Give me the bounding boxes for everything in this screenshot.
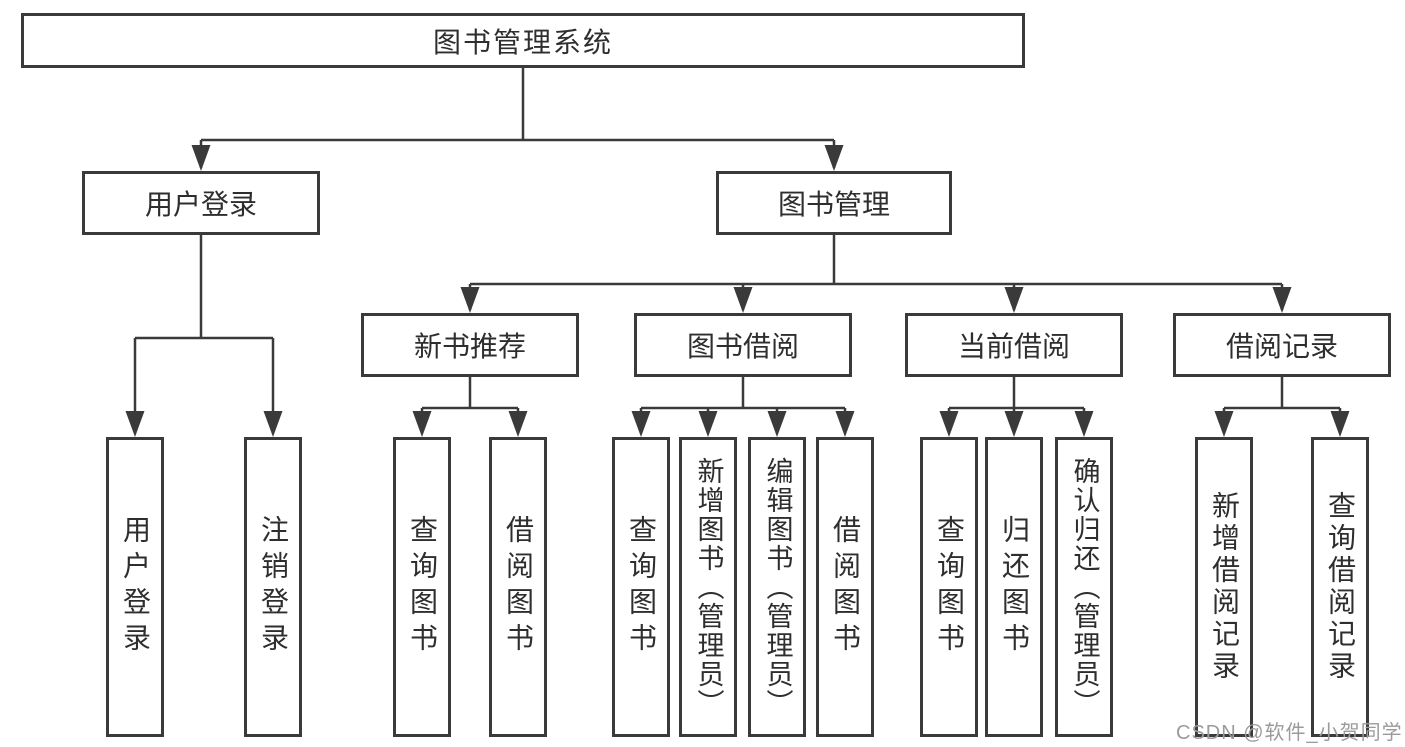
leaf-add-borrow-record-label: 新增借阅记录: [1209, 491, 1240, 683]
leaf-edit-books-admin-label: 编辑图书（管理员）: [762, 456, 793, 718]
leaf-borrow-books-recommend: 借阅图书: [489, 437, 547, 737]
leaf-user-login-label: 用户登录: [120, 515, 151, 659]
connector-book-borrow: [639, 377, 847, 432]
leaf-logout-label: 注销登录: [258, 515, 289, 659]
connector-new-book: [420, 377, 520, 432]
leaf-add-books-admin-label: 新增图书（管理员）: [693, 456, 724, 718]
node-user-login: 用户登录: [82, 171, 320, 235]
leaf-borrow-books: 借阅图书: [816, 437, 874, 737]
leaf-query-borrow-record-label: 查询借阅记录: [1325, 491, 1356, 683]
watermark: CSDN @软件_小贺同学: [1176, 722, 1403, 744]
leaf-add-borrow-record: 新增借阅记录: [1195, 437, 1253, 737]
node-new-book-recommend: 新书推荐: [361, 313, 579, 377]
node-current-borrow: 当前借阅: [905, 313, 1123, 377]
leaf-return-books-label: 归还图书: [999, 515, 1030, 659]
leaf-query-books-borrow: 查询图书: [612, 437, 670, 737]
leaf-logout: 注销登录: [244, 437, 302, 737]
node-book-management: 图书管理: [716, 171, 952, 235]
leaf-query-books-recommend-label: 查询图书: [407, 515, 438, 659]
leaf-query-books-current-label: 查询图书: [934, 515, 965, 659]
arrowheads: [125, 145, 1350, 437]
node-root: 图书管理系统: [21, 13, 1025, 68]
leaf-query-borrow-record: 查询借阅记录: [1311, 437, 1369, 737]
leaf-query-books-current: 查询图书: [920, 437, 978, 737]
leaf-borrow-books-label: 借阅图书: [830, 515, 861, 659]
leaf-add-books-admin: 新增图书（管理员）: [679, 437, 737, 737]
connector-user-login: [133, 235, 275, 432]
leaf-return-books: 归还图书: [985, 437, 1043, 737]
leaf-borrow-books-recommend-label: 借阅图书: [503, 515, 534, 659]
leaf-query-books-recommend: 查询图书: [393, 437, 451, 737]
connector-root: [199, 68, 836, 168]
leaf-query-books-borrow-label: 查询图书: [626, 515, 657, 659]
leaf-confirm-return-admin: 确认归还（管理员）: [1055, 437, 1113, 737]
node-borrow-records: 借阅记录: [1173, 313, 1391, 377]
leaf-confirm-return-admin-label: 确认归还（管理员）: [1069, 456, 1100, 718]
leaf-user-login: 用户登录: [106, 437, 164, 737]
connector-borrow-records: [1222, 377, 1342, 432]
connector-book-management: [468, 235, 1284, 310]
leaf-edit-books-admin: 编辑图书（管理员）: [748, 437, 806, 737]
node-book-borrow: 图书借阅: [634, 313, 852, 377]
